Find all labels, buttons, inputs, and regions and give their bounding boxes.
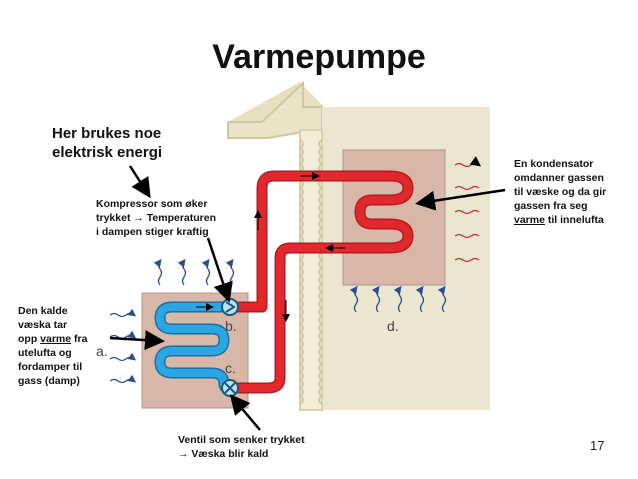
hot-pipe [232,172,412,392]
note-compressor: Kompressor som øker trykket → Temperatur… [96,198,217,238]
note-valve: Ventil som senker trykket → Væska blir k… [178,434,305,460]
label-c: c. [225,360,236,376]
cold-coil [156,303,232,392]
slide-title: Varmepumpe [212,38,426,76]
note-evaporator: Den kalde væska tar opp varme fra uteluf… [18,305,88,387]
note-condenser: En kondensator omdanner gassen til væske… [514,158,607,226]
label-d: d. [387,318,399,334]
note-energy: Her brukes noe elektrisk energi [52,125,163,161]
callout-arrows [109,165,506,431]
indoor-air-arrows [349,285,447,313]
flow-arrows [196,172,345,322]
outdoor-air-in-arrows [109,308,137,384]
compressor-symbol [221,298,239,316]
label-b: b. [225,318,237,334]
label-a: a. [96,343,108,359]
page-number: 17 [590,438,605,453]
valve-symbol [221,379,239,397]
indoor-heat-waves [321,156,482,263]
